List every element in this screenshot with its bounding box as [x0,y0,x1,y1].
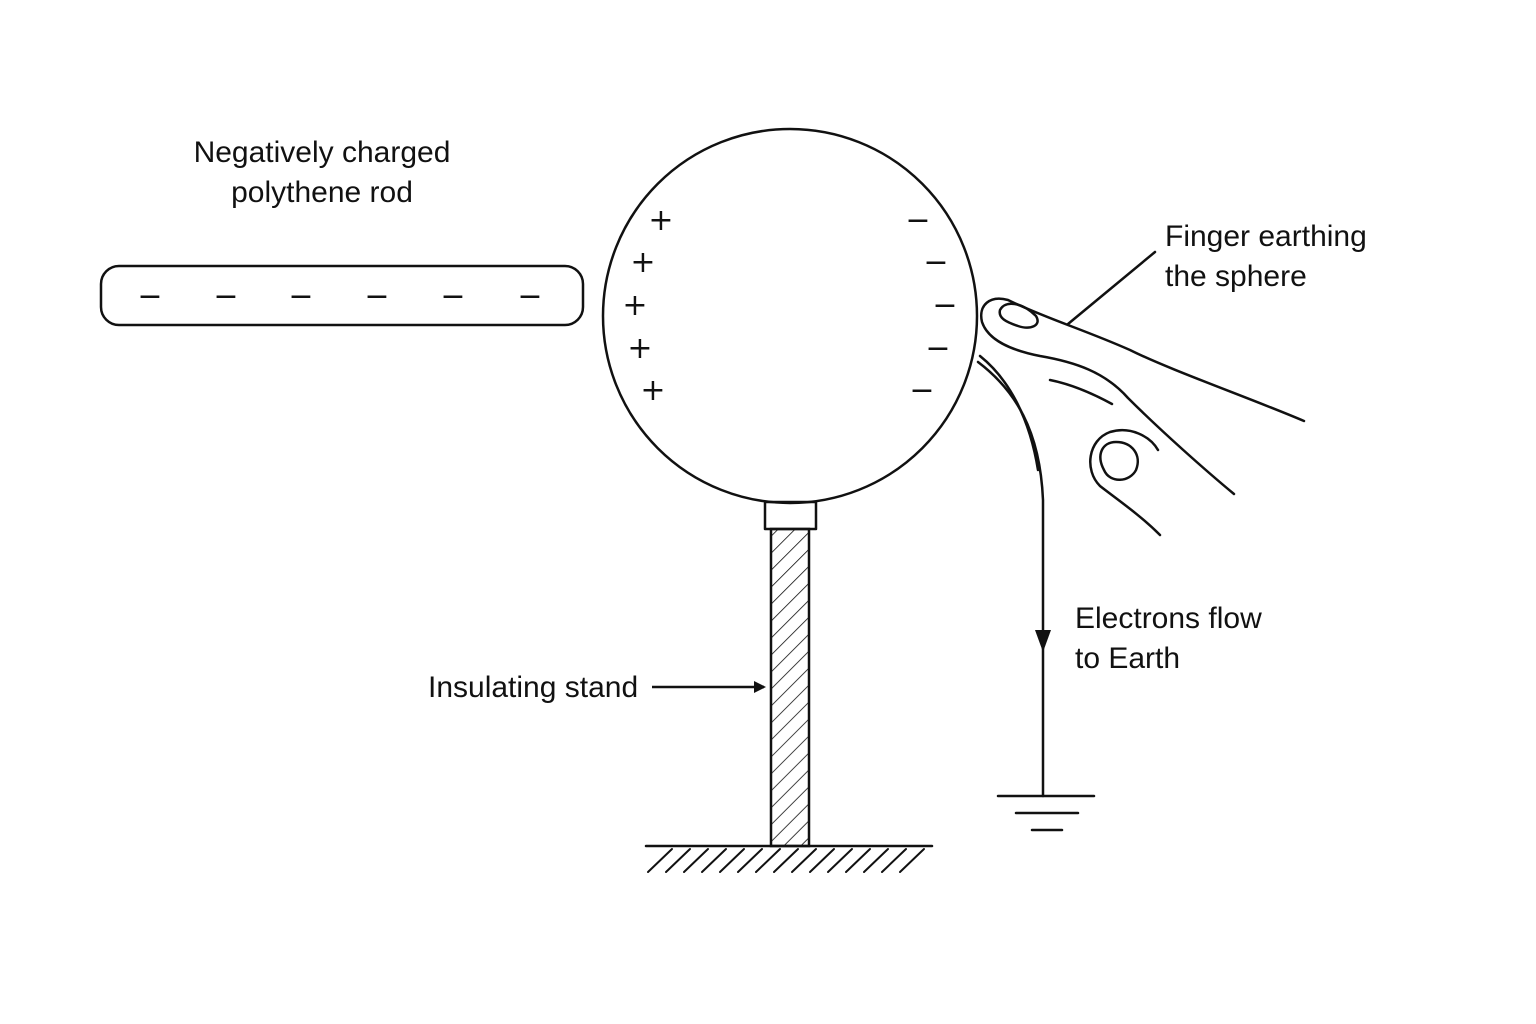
ground-hatch-stroke [755,848,781,873]
metal-sphere [601,127,979,505]
electron-flow-arrow [1035,630,1051,652]
rod-charge: − [137,279,162,314]
sphere-negative-charge: − [905,203,930,238]
rod-label-line2: polythene rod [231,176,413,209]
rod-charges: − − − − − − [137,279,542,314]
insulating-stand [769,527,811,848]
hand-illustration [978,297,1306,537]
ground-base [644,844,934,873]
stand-collar [763,500,818,531]
rod-charge: − [440,279,465,314]
rod-label-line1: Negatively charged [194,136,451,169]
sphere-negative-charges: − − − − − [905,203,957,408]
ground-hatch-stroke [683,848,709,873]
sphere-negative-charge: − [932,288,957,323]
ground-hatch-stroke [863,848,889,873]
sphere-positive-charge: + [627,331,652,366]
sphere-positive-charge: + [640,373,665,408]
earth-symbol [996,794,1096,832]
ground-hatch-stroke [809,848,835,873]
electrons-label-line2: to Earth [1075,642,1180,675]
ground-hatch-stroke [701,848,727,873]
sphere-negative-charge: − [923,245,948,280]
stand-label: Insulating stand [428,671,638,704]
ground-hatch-stroke [665,848,691,873]
ground-hatch-stroke [827,848,853,873]
ground-hatch-stroke [845,848,871,873]
sphere-positive-charge: + [630,245,655,280]
ground-hatch-stroke [719,848,745,873]
sphere-negative-charge: − [909,373,934,408]
sphere-positive-charge: + [622,288,647,323]
finger-label-line2: the sphere [1165,260,1307,293]
ground-hatch-stroke [791,848,817,873]
sphere-positive-charge: + [648,203,673,238]
earth-wire [976,360,1045,798]
rod-charge: − [364,279,389,314]
ground-hatch-stroke [899,848,925,873]
polythene-rod [99,264,585,327]
electrons-label-line1: Electrons flow [1075,602,1262,635]
finger-label-line1: Finger earthing [1165,220,1367,253]
ground-hatch-stroke [737,848,763,873]
ground-hatch-stroke [773,848,799,873]
sphere-negative-charge: − [925,331,950,366]
finger-label-pointer [1066,250,1157,326]
sphere-positive-charges: + + + + + [622,203,673,408]
rod-charge: − [517,279,542,314]
ground-hatch-stroke [647,848,673,873]
rod-charge: − [213,279,238,314]
rod-charge: − [288,279,313,314]
ground-hatch-stroke [881,848,907,873]
